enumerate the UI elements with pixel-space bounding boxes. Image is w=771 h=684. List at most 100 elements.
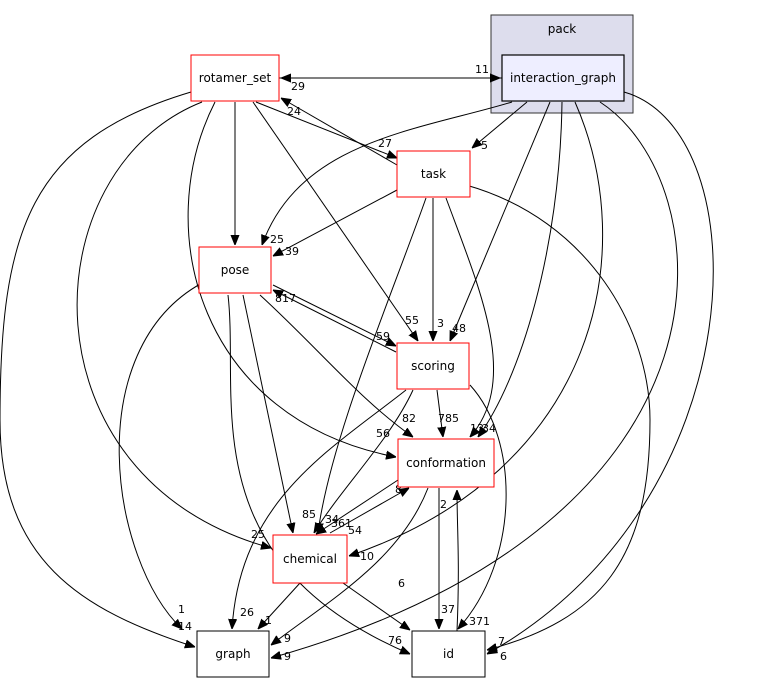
edge-task-to-rotamer_set[interactable] bbox=[281, 98, 398, 166]
node-label[interactable]: interaction_graph bbox=[510, 71, 616, 85]
edge-label-interaction_graph-to-task[interactable]: 5 bbox=[481, 139, 488, 152]
edge-label-scoring-to-pose[interactable]: 817 bbox=[275, 292, 296, 305]
node-box[interactable] bbox=[501, 54, 625, 102]
edge-scoring-to-pose[interactable] bbox=[273, 290, 397, 353]
node-label[interactable]: conformation bbox=[406, 456, 486, 470]
edges bbox=[0, 78, 714, 658]
edge-label-interaction_graph-to-conformation[interactable]: 34 bbox=[482, 422, 496, 435]
edge-conformation-to-graph[interactable] bbox=[271, 487, 429, 645]
node-scoring[interactable]: scoring bbox=[396, 342, 470, 390]
edge-task-to-id[interactable] bbox=[465, 184, 651, 650]
node-label[interactable]: pose bbox=[221, 263, 250, 277]
node-label[interactable]: scoring bbox=[411, 359, 455, 373]
node-rotamer_set[interactable]: rotamer_set bbox=[190, 54, 280, 102]
edge-interaction_graph-to-chemical[interactable] bbox=[349, 101, 604, 556]
edge-label-interaction_graph-to-pose[interactable]: 25 bbox=[270, 233, 284, 246]
node-box[interactable] bbox=[396, 342, 470, 390]
edge-scoring-to-graph[interactable] bbox=[232, 389, 407, 629]
cluster-label: pack bbox=[548, 22, 577, 36]
edge-scoring-to-id[interactable] bbox=[458, 384, 507, 629]
edge-label-pose-to-conformation[interactable]: 82 bbox=[402, 412, 416, 425]
edge-label-interaction_graph-to-graph[interactable]: 9 bbox=[284, 650, 291, 663]
edge-label-rotamer_set-to-conformation[interactable]: 56 bbox=[376, 427, 390, 440]
node-label[interactable]: id bbox=[443, 647, 454, 661]
edge-label-task-to-rotamer_set[interactable]: 24 bbox=[287, 105, 301, 118]
edge-label-id-to-conformation[interactable]: 2 bbox=[440, 498, 447, 511]
edge-pose-to-graph[interactable] bbox=[118, 282, 203, 629]
node-label[interactable]: task bbox=[421, 167, 446, 181]
edge-interaction_graph-to-conformation[interactable] bbox=[478, 101, 563, 437]
edge-label-scoring-to-graph[interactable]: 26 bbox=[240, 606, 254, 619]
edge-pose-to-id[interactable] bbox=[227, 294, 410, 654]
edge-rotamer_set-to-scoring[interactable] bbox=[252, 101, 418, 341]
edge-rotamer_set-to-graph[interactable] bbox=[0, 91, 195, 647]
edge-label-task-to-conformation[interactable]: 13 bbox=[470, 422, 484, 435]
edge-interaction_graph-to-graph[interactable] bbox=[271, 101, 679, 658]
node-id[interactable]: id bbox=[411, 630, 486, 678]
edge-label-task-to-scoring[interactable]: 3 bbox=[437, 317, 444, 330]
node-box[interactable] bbox=[397, 438, 495, 488]
edge-pose-to-scoring[interactable] bbox=[272, 284, 396, 346]
edge-label-pose-to-id[interactable]: 76 bbox=[388, 634, 402, 647]
edge-label-pose-to-scoring[interactable]: 59 bbox=[376, 330, 390, 343]
edge-label-chemical-to-conformation[interactable]: 8 bbox=[395, 483, 402, 496]
edge-pose-to-chemical[interactable] bbox=[242, 294, 293, 533]
node-box[interactable] bbox=[190, 54, 280, 102]
node-box[interactable] bbox=[196, 630, 270, 678]
node-conformation[interactable]: conformation bbox=[397, 438, 495, 488]
node-chemical[interactable]: chemical bbox=[272, 534, 348, 584]
node-graph[interactable]: graph bbox=[196, 630, 270, 678]
edge-label-task-to-chemical[interactable]: 34 bbox=[325, 513, 339, 526]
edge-label-pose-to-chemical[interactable]: 85 bbox=[302, 508, 316, 521]
edge-task-to-conformation[interactable] bbox=[445, 197, 495, 437]
edge-label-pose-to-graph[interactable]: 1 bbox=[178, 603, 185, 616]
edge-label-interaction_graph-to-scoring[interactable]: 48 bbox=[452, 322, 466, 335]
edge-rotamer_set-to-task[interactable] bbox=[255, 101, 397, 158]
node-pose[interactable]: pose bbox=[198, 246, 272, 294]
node-box[interactable] bbox=[411, 630, 486, 678]
edge-label-rotamer_set-to-scoring[interactable]: 55 bbox=[405, 314, 419, 327]
edge-label-conformation-to-chemical[interactable]: 54 bbox=[348, 524, 362, 537]
edge-chemical-to-graph[interactable] bbox=[258, 582, 301, 629]
edge-label-chemical-to-id[interactable]: 6 bbox=[398, 577, 405, 590]
edge-interaction_graph-to-scoring[interactable] bbox=[450, 101, 551, 341]
edge-label-chemical-to-graph[interactable]: 1 bbox=[265, 614, 272, 627]
edge-interaction_graph-to-pose[interactable] bbox=[262, 101, 513, 245]
edge-label-scoring-to-chemical[interactable]: 361 bbox=[331, 517, 352, 530]
edge-label-conformation-to-graph[interactable]: 9 bbox=[284, 632, 291, 645]
node-label[interactable]: rotamer_set bbox=[199, 71, 272, 85]
edge-id-to-conformation[interactable] bbox=[457, 490, 458, 632]
edge-label-task-to-id[interactable]: 7 bbox=[498, 635, 505, 648]
edge-chemical-to-id[interactable] bbox=[342, 582, 410, 630]
edge-scoring-to-chemical[interactable] bbox=[314, 389, 414, 533]
edge-label-interaction_graph-to-id[interactable]: 6 bbox=[500, 650, 507, 663]
edge-scoring-to-conformation[interactable] bbox=[436, 389, 443, 437]
node-task[interactable]: task bbox=[396, 150, 471, 198]
edge-label-interaction_graph-to-chemical[interactable]: 10 bbox=[360, 550, 374, 563]
edge-label-scoring-to-id[interactable]: 371 bbox=[469, 615, 490, 628]
edge-label-scoring-to-conformation[interactable]: 785 bbox=[438, 412, 459, 425]
edge-label-rotamer_set-to-graph[interactable]: 14 bbox=[178, 620, 192, 633]
edge-chemical-to-conformation[interactable] bbox=[329, 488, 409, 534]
edge-label-rotamer_set-to-interaction_graph[interactable]: 11 bbox=[475, 63, 489, 76]
node-box[interactable] bbox=[198, 246, 272, 294]
edge-task-to-chemical[interactable] bbox=[318, 197, 427, 533]
node-interaction_graph[interactable]: interaction_graph bbox=[501, 54, 625, 102]
edge-interaction_graph-to-id[interactable] bbox=[487, 91, 714, 654]
node-label[interactable]: graph bbox=[215, 647, 250, 661]
edge-label-rotamer_set-to-chemical[interactable]: 25 bbox=[251, 528, 265, 541]
edge-label-rotamer_set-to-task[interactable]: 27 bbox=[378, 137, 392, 150]
edge-conformation-to-chemical[interactable] bbox=[316, 479, 399, 534]
node-box[interactable] bbox=[396, 150, 471, 198]
edge-interaction_graph-to-task[interactable] bbox=[472, 101, 528, 148]
edge-label-task-to-pose[interactable]: 39 bbox=[285, 245, 299, 258]
edge-rotamer_set-to-chemical[interactable] bbox=[76, 101, 271, 548]
edge-rotamer_set-to-conformation[interactable] bbox=[187, 101, 396, 457]
node-box[interactable] bbox=[272, 534, 348, 584]
edge-label-conformation-to-id[interactable]: 37 bbox=[441, 603, 455, 616]
node-label[interactable]: chemical bbox=[283, 552, 337, 566]
edge-task-to-pose[interactable] bbox=[273, 189, 398, 256]
edge-label-interaction_graph-to-rotamer_set[interactable]: 29 bbox=[291, 80, 305, 93]
